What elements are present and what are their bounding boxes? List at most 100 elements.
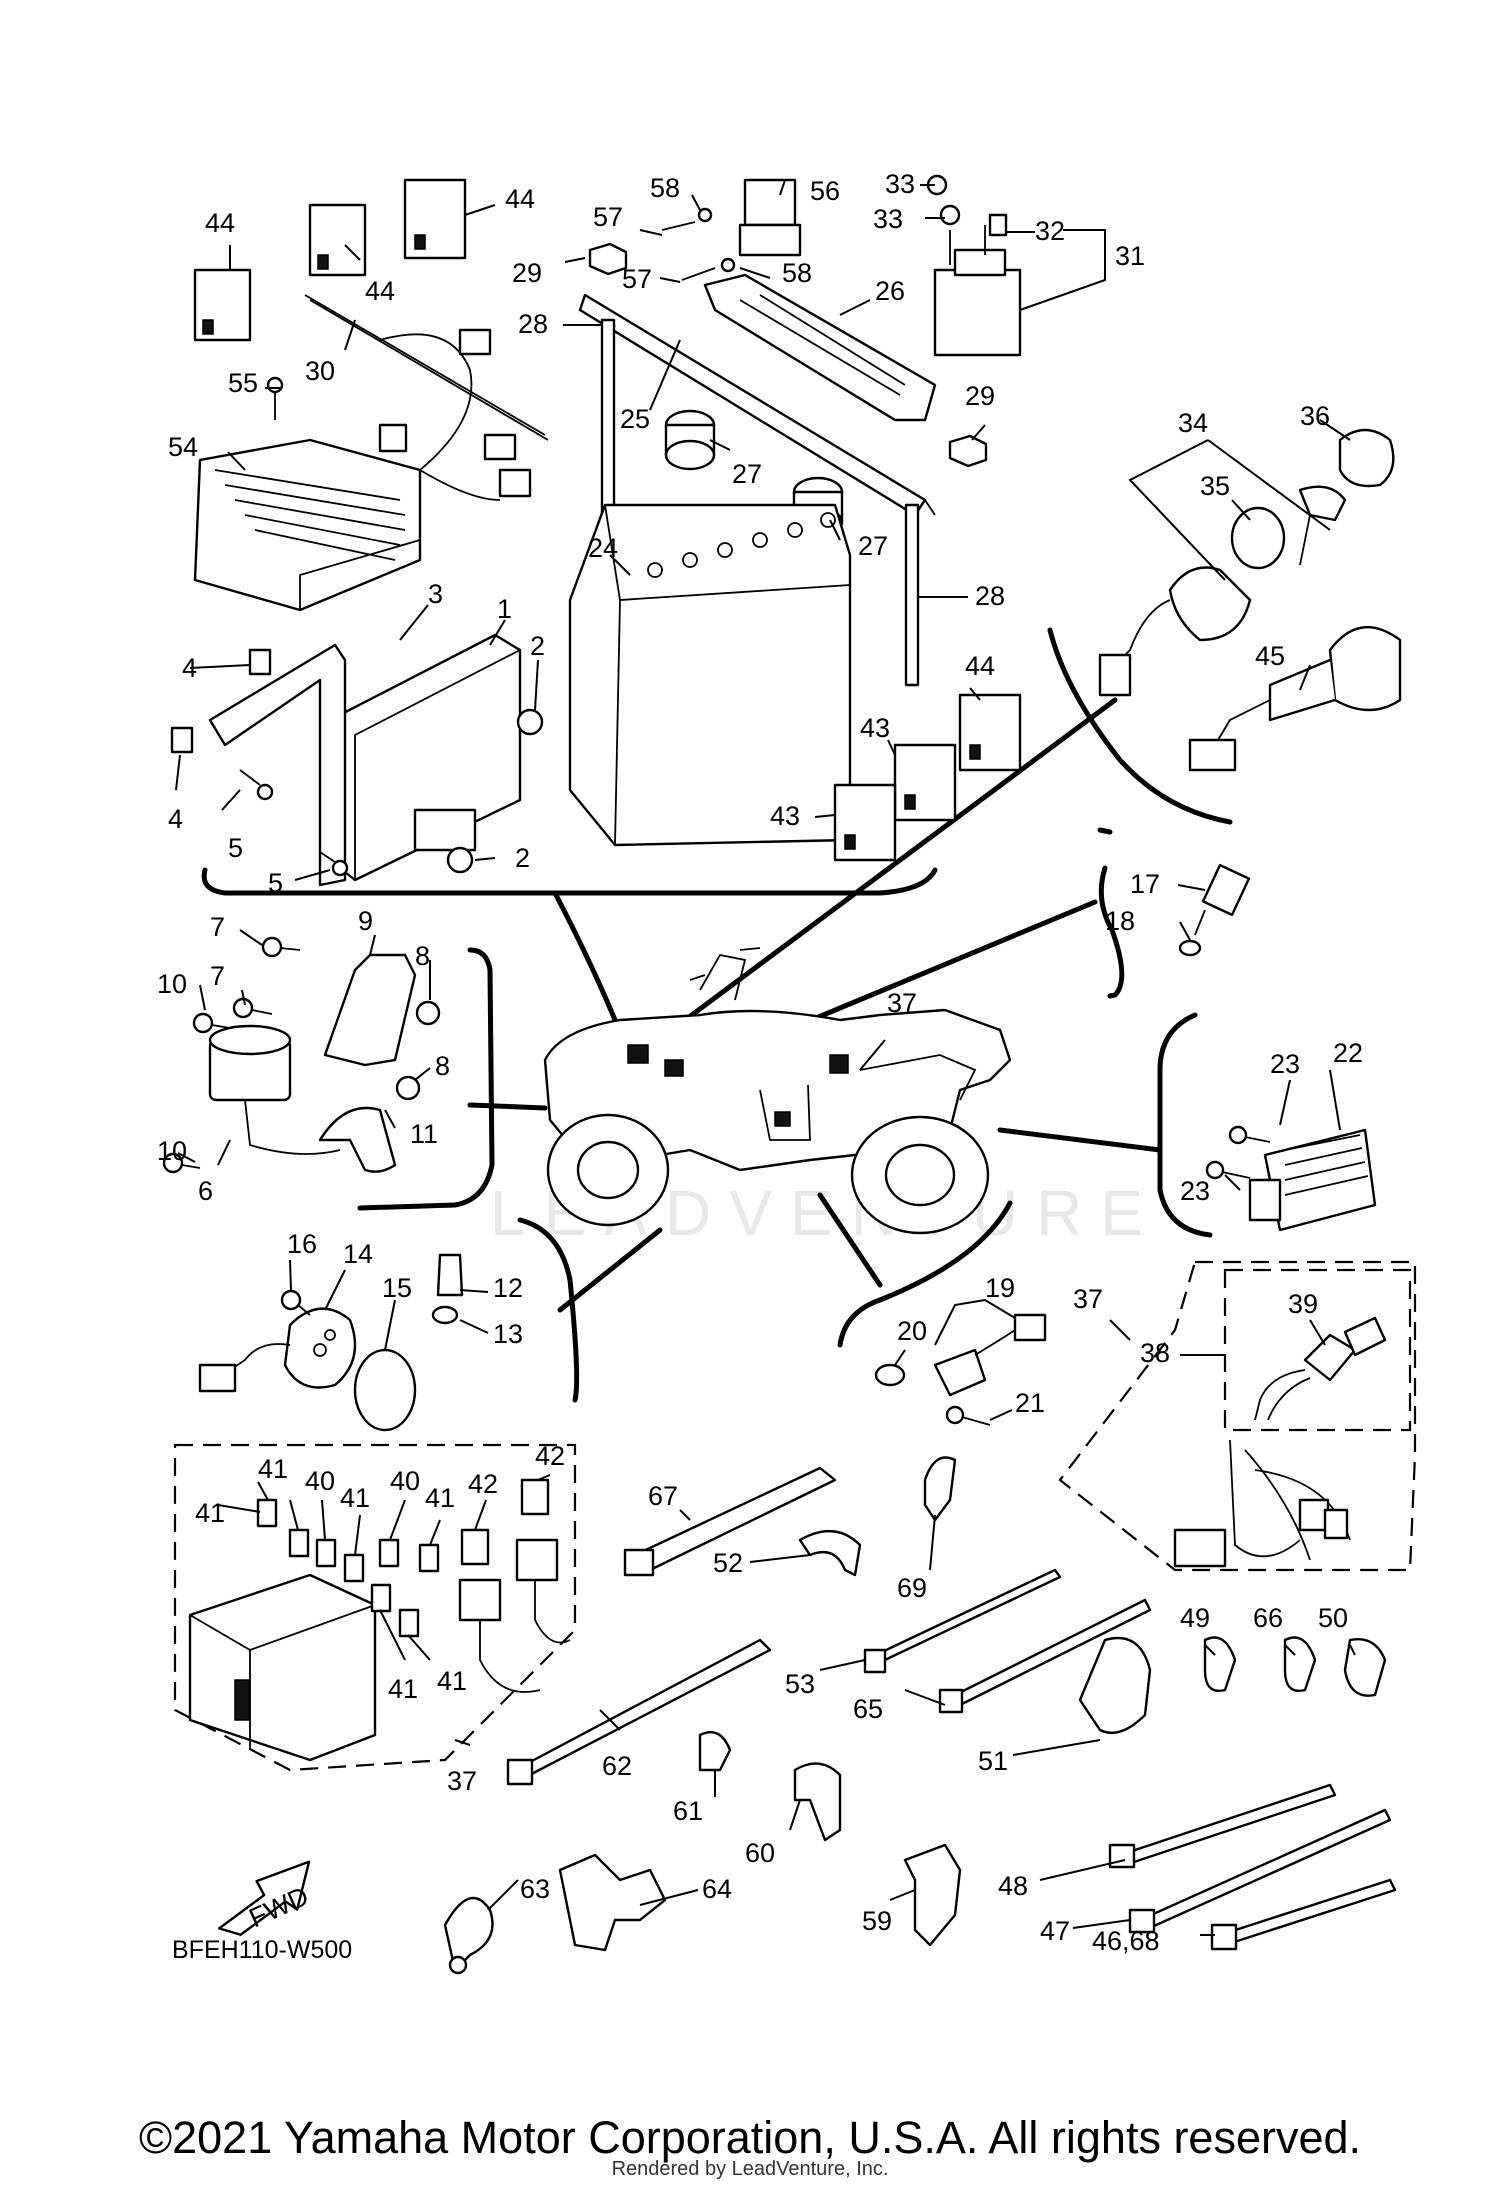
callout-24: 24 bbox=[588, 533, 618, 563]
socket-45 bbox=[1188, 626, 1402, 772]
callout-62: 62 bbox=[602, 1751, 632, 1781]
bolts-28 bbox=[600, 318, 920, 687]
key-36 bbox=[1298, 428, 1395, 566]
callout-2: 2 bbox=[515, 843, 530, 873]
callout-39: 39 bbox=[1288, 1289, 1318, 1319]
switch-17 bbox=[1178, 863, 1251, 957]
callout-44: 44 bbox=[365, 276, 395, 306]
callout-37: 37 bbox=[887, 988, 917, 1018]
callout-18: 18 bbox=[1105, 906, 1135, 936]
callout-44: 44 bbox=[505, 184, 535, 214]
callout-41: 41 bbox=[437, 1666, 467, 1696]
callouts: 44 44 44 44 30 55 54 58 56 57 29 57 58 2… bbox=[157, 169, 1363, 1956]
starter-relay-31 bbox=[926, 174, 1022, 357]
callout-51: 51 bbox=[978, 1746, 1008, 1776]
callout-27: 27 bbox=[732, 459, 762, 489]
callout-32: 32 bbox=[1035, 216, 1065, 246]
callout-5: 5 bbox=[228, 833, 243, 863]
callout-33: 33 bbox=[885, 169, 915, 199]
callout-leaders bbox=[175, 179, 1356, 1936]
callout-44: 44 bbox=[205, 208, 235, 238]
rectifier-22 bbox=[1205, 1125, 1377, 1232]
screw-55 bbox=[266, 376, 284, 420]
callout-12: 12 bbox=[493, 1273, 523, 1303]
callout-56: 56 bbox=[810, 176, 840, 206]
callout-42: 42 bbox=[535, 1441, 565, 1471]
clips-and-ties bbox=[443, 1456, 1397, 1975]
callout-50: 50 bbox=[1318, 1603, 1348, 1633]
callout-1: 1 bbox=[497, 594, 512, 624]
callout-41: 41 bbox=[195, 1498, 225, 1528]
callout-31: 31 bbox=[1115, 241, 1145, 271]
callout-58: 58 bbox=[650, 173, 680, 203]
nuts-29 bbox=[588, 242, 988, 468]
grommets-4 bbox=[170, 648, 272, 754]
callout-11: 11 bbox=[410, 1119, 438, 1149]
callout-15: 15 bbox=[382, 1273, 412, 1303]
diagram-code: BFEH110-W500 bbox=[172, 1936, 352, 1964]
callout-2: 2 bbox=[530, 631, 545, 661]
rendered-by-notice: Rendered by LeadVenture, Inc. bbox=[611, 2158, 889, 2180]
sensor-12 bbox=[431, 1253, 464, 1325]
relay-44-topleft bbox=[193, 178, 467, 342]
callout-14: 14 bbox=[343, 1239, 373, 1269]
bracket-3 bbox=[208, 643, 347, 887]
callout-60: 60 bbox=[745, 1838, 775, 1868]
callout-6: 6 bbox=[198, 1176, 213, 1206]
callout-41: 41 bbox=[340, 1483, 370, 1513]
callout-8: 8 bbox=[415, 941, 430, 971]
battery-24 bbox=[568, 503, 852, 847]
callout-63: 63 bbox=[520, 1874, 550, 1904]
callout-5: 5 bbox=[268, 868, 283, 898]
callout-23: 23 bbox=[1180, 1176, 1210, 1206]
callout-43: 43 bbox=[770, 801, 800, 831]
callout-13: 13 bbox=[493, 1319, 523, 1349]
callout-26: 26 bbox=[875, 276, 905, 306]
callout-37: 37 bbox=[1073, 1284, 1103, 1314]
nuts-2 bbox=[446, 708, 544, 874]
bolts-7-10 bbox=[162, 936, 441, 1174]
callout-52: 52 bbox=[713, 1548, 743, 1578]
callout-42: 42 bbox=[468, 1469, 498, 1499]
callout-30: 30 bbox=[305, 356, 335, 386]
callout-58: 58 bbox=[782, 258, 812, 288]
callout-7: 7 bbox=[210, 961, 225, 991]
ecm-1 bbox=[328, 633, 522, 882]
screws-5 bbox=[239, 769, 349, 877]
battery-cover-26 bbox=[703, 273, 937, 422]
callout-37: 37 bbox=[447, 1766, 477, 1796]
callout-4: 4 bbox=[168, 804, 183, 834]
callout-69: 69 bbox=[897, 1573, 927, 1603]
callout-54: 54 bbox=[168, 432, 198, 462]
callout-48: 48 bbox=[998, 1871, 1028, 1901]
callout-9: 9 bbox=[358, 906, 373, 936]
callout-59: 59 bbox=[862, 1906, 892, 1936]
callout-46-68: 46,68 bbox=[1092, 1926, 1160, 1956]
callout-25: 25 bbox=[620, 404, 650, 434]
main-switch-34 bbox=[1098, 506, 1286, 697]
callout-10: 10 bbox=[157, 969, 187, 999]
coil-bracket-9 bbox=[323, 953, 417, 1067]
callout-29: 29 bbox=[512, 258, 542, 288]
atv-illustration bbox=[543, 947, 1012, 1235]
callout-45: 45 bbox=[1255, 641, 1285, 671]
callout-38: 38 bbox=[1140, 1338, 1170, 1368]
callout-33: 33 bbox=[873, 204, 903, 234]
callout-41: 41 bbox=[258, 1454, 288, 1484]
callout-41: 41 bbox=[425, 1483, 455, 1513]
callout-67: 67 bbox=[648, 1481, 678, 1511]
callout-20: 20 bbox=[897, 1316, 927, 1346]
callout-35: 35 bbox=[1200, 471, 1230, 501]
callout-53: 53 bbox=[785, 1669, 815, 1699]
callout-66: 66 bbox=[1253, 1603, 1283, 1633]
ecu-54 bbox=[193, 438, 422, 612]
callout-28: 28 bbox=[518, 309, 548, 339]
callout-47: 47 bbox=[1040, 1916, 1070, 1946]
callout-57: 57 bbox=[622, 264, 652, 294]
fwd-arrow-icon: FWD bbox=[218, 1860, 313, 1936]
callout-23: 23 bbox=[1270, 1049, 1300, 1079]
callout-7: 7 bbox=[210, 912, 225, 942]
callout-29: 29 bbox=[965, 381, 995, 411]
callout-41: 41 bbox=[388, 1674, 418, 1704]
